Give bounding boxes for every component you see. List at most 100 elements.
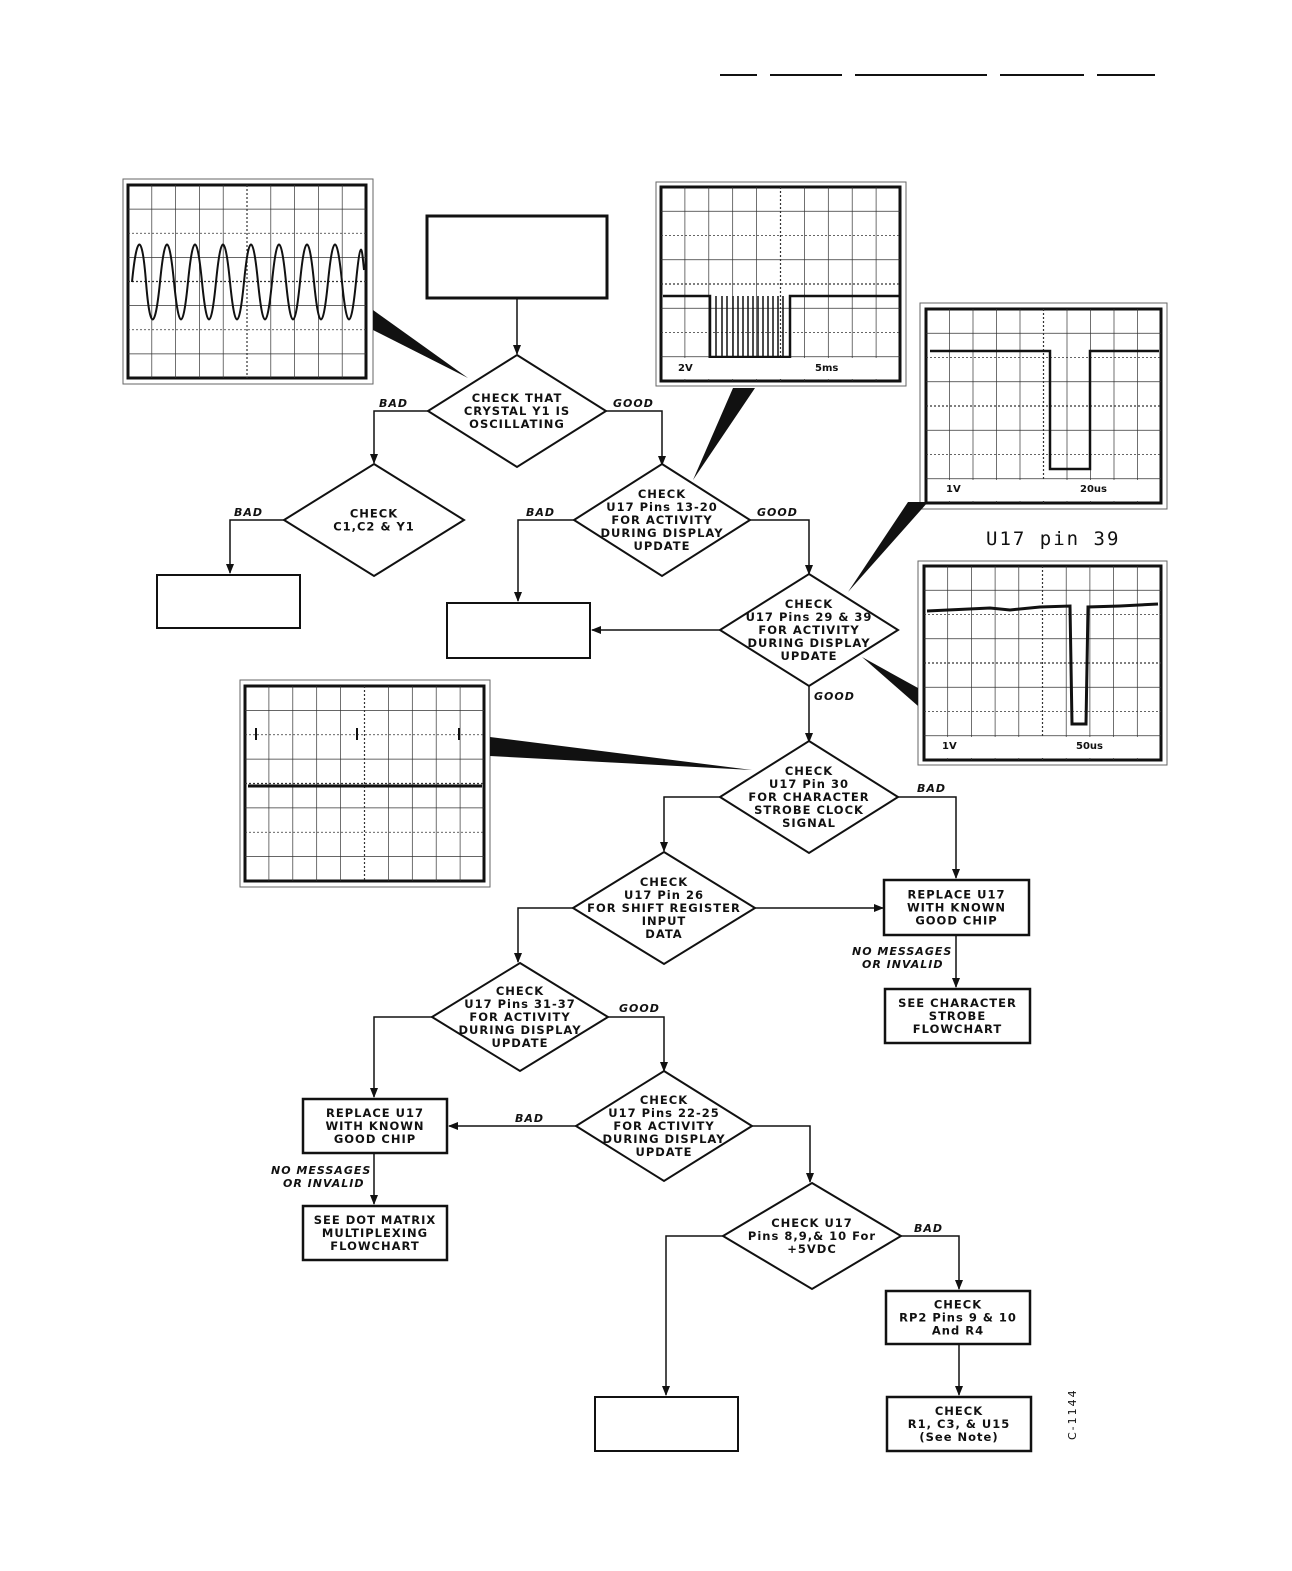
node-text-line: UPDATE xyxy=(780,649,837,663)
scope-panel-pins13: 2V 5ms xyxy=(655,181,907,387)
node-text-line: UPDATE xyxy=(633,539,690,553)
scope-trace xyxy=(930,349,1159,471)
node-text-line: RP2 Pins 9 & 10 xyxy=(899,1311,1017,1325)
node-text-line: CHECK xyxy=(350,507,398,521)
u17-pin39-caption: U17 pin 39 xyxy=(986,528,1120,550)
node-text-line: WITH KNOWN xyxy=(907,901,1006,915)
scope-volts-label: 2V xyxy=(678,363,693,374)
node-text-line: CHECK THAT xyxy=(472,391,563,405)
node-text-line: DURING DISPLAY xyxy=(602,1132,725,1146)
node-text-line: FOR ACTIVITY xyxy=(758,623,859,637)
node-text-line: +5VDC xyxy=(787,1242,837,1256)
scope-panel-crystal xyxy=(122,178,374,385)
edge-label-good: GOOD xyxy=(757,506,798,519)
node-text-line: CHECK xyxy=(496,984,544,998)
edge-label-bad: BAD xyxy=(914,1222,943,1235)
decision-diamond xyxy=(718,572,900,688)
node-text-line: OSCILLATING xyxy=(469,417,565,431)
scope-trace xyxy=(131,243,365,321)
scope-time-label: 50us xyxy=(1076,741,1103,752)
node-text-line: REPLACE U17 xyxy=(326,1106,424,1120)
edge-label-or-invalid: OR INVALID xyxy=(283,1177,364,1190)
node-text-line: U17 Pins 22-25 xyxy=(608,1106,720,1120)
scope-grid xyxy=(245,686,484,881)
edge-label-good: GOOD xyxy=(613,397,654,410)
edge-label-no-messages: NO MESSAGES xyxy=(852,945,952,958)
node-text-line: FOR ACTIVITY xyxy=(613,1119,714,1133)
node-text-line: INPUT xyxy=(642,914,687,928)
edge-label-good: GOOD xyxy=(619,1002,660,1015)
scope-grid xyxy=(128,185,366,378)
node-text-line: FOR CHARACTER xyxy=(748,790,869,804)
edge-label-or-invalid: OR INVALID xyxy=(862,958,943,971)
scope-grid xyxy=(924,566,1161,760)
edge-label-bad: BAD xyxy=(234,506,263,519)
node-text-line: SEE DOT MATRIX xyxy=(314,1213,436,1227)
scope-pointers xyxy=(373,310,928,770)
process-box xyxy=(301,1097,449,1155)
node-text-line: UPDATE xyxy=(635,1145,692,1159)
node-text-line: R1, C3, & U15 xyxy=(908,1417,1010,1431)
scope-trace xyxy=(926,602,1159,726)
node-text-line: FOR ACTIVITY xyxy=(611,513,712,527)
decision-diamond xyxy=(282,462,466,578)
node-text-line: CHECK U17 xyxy=(771,1216,853,1230)
node-text-line: U17 Pins 13-20 xyxy=(606,500,718,514)
scope-time-label: 5ms xyxy=(815,363,838,374)
node-text-line: FLOWCHART xyxy=(330,1239,419,1253)
decision-diamond xyxy=(574,1069,754,1183)
node-text-line: (See Note) xyxy=(919,1430,998,1444)
decision-diamond xyxy=(571,850,757,966)
edge-labels: BAD GOOD BAD BAD GOOD GOOD BAD NO MESSAG… xyxy=(234,397,952,1235)
flow-edges xyxy=(226,298,963,1396)
node-text-line: U17 Pin 26 xyxy=(624,888,704,902)
edge-label-bad: BAD xyxy=(526,506,555,519)
node-text-line: GOOD CHIP xyxy=(915,914,997,928)
process-box xyxy=(884,1289,1032,1346)
scope-trace xyxy=(663,294,899,359)
node-text-line: C1,C2 & Y1 xyxy=(333,520,415,534)
node-text-line: GOOD CHIP xyxy=(334,1132,416,1146)
decision-diamond xyxy=(721,1181,903,1291)
edge-label-bad: BAD xyxy=(379,397,408,410)
node-text-line: STROBE CLOCK xyxy=(754,803,864,817)
decision-diamond xyxy=(426,353,608,469)
node-text-line: DATA xyxy=(645,927,682,941)
process-box xyxy=(301,1204,449,1262)
scope-panel-pin30 xyxy=(239,679,491,888)
node-text-line: FOR SHIFT REGISTER xyxy=(587,901,741,915)
node-text-line: CHECK xyxy=(640,1093,688,1107)
edge-label-bad: BAD xyxy=(515,1112,544,1125)
scope-volts-label: 1V xyxy=(942,741,957,752)
node-text-line: SEE CHARACTER xyxy=(898,996,1017,1010)
node-text-line: FLOWCHART xyxy=(913,1022,1002,1036)
node-text-line: DURING DISPLAY xyxy=(600,526,723,540)
node-text-line: And R4 xyxy=(932,1324,984,1338)
process-box xyxy=(882,878,1031,937)
node-text-line: CHECK xyxy=(934,1298,982,1312)
node-text-line: CHECK xyxy=(785,597,833,611)
node-text-line: CRYSTAL Y1 IS xyxy=(464,404,570,418)
scope-trace-bursts xyxy=(715,296,784,357)
node-text-line: CHECK xyxy=(935,1404,983,1418)
blank-box-c1c2 xyxy=(156,574,301,629)
node-text-line: MULTIPLEXING xyxy=(322,1226,428,1240)
node-text-line: FOR ACTIVITY xyxy=(469,1010,570,1024)
blank-box-start xyxy=(425,214,609,300)
blank-boxes xyxy=(156,214,739,1452)
scope-volts-label: 1V xyxy=(946,484,961,495)
